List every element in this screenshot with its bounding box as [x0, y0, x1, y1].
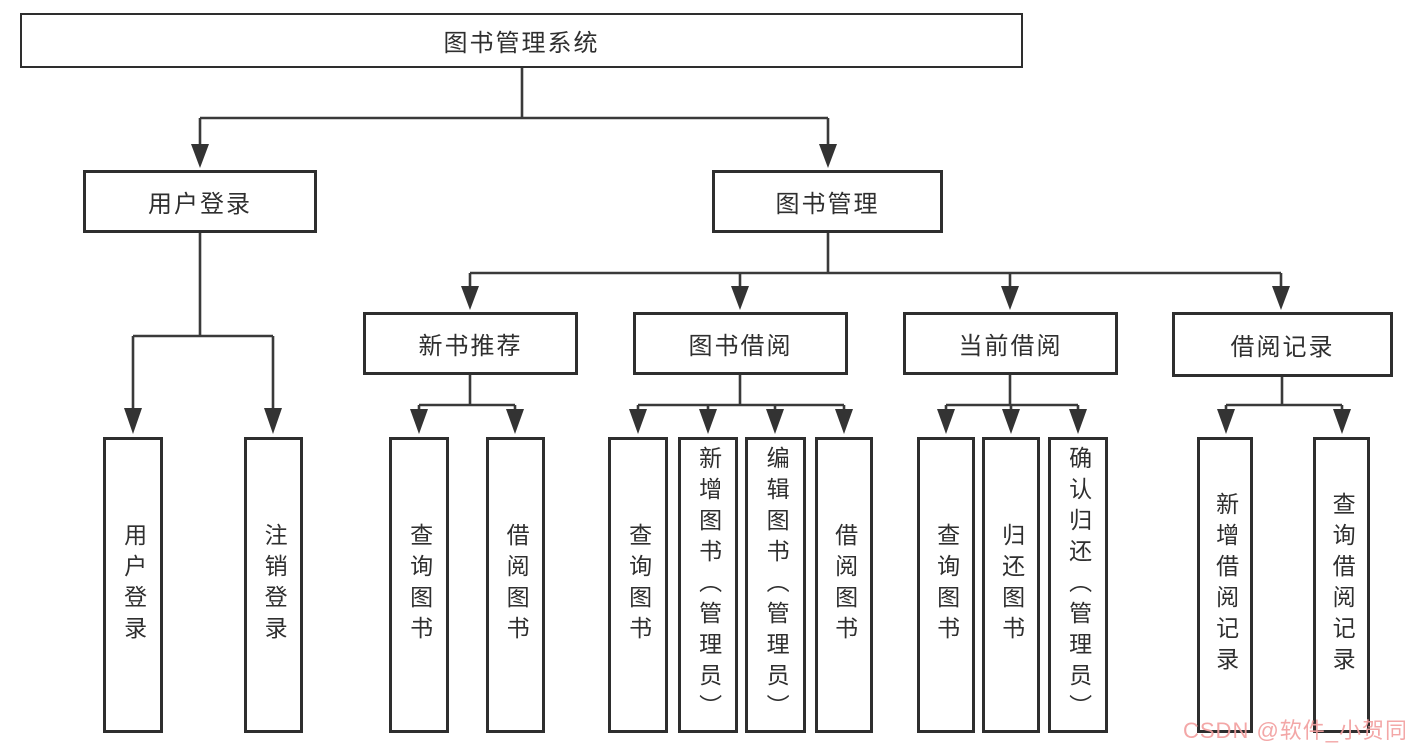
leaf-query-books-borrow: 查询图书: [608, 437, 668, 733]
arrowhead: [937, 409, 955, 434]
arrowhead: [1002, 409, 1020, 434]
leaf-borrow-books-recommend: 借阅图书: [486, 437, 545, 733]
arrowhead: [1272, 286, 1290, 310]
watermark-text: CSDN @软件_小贺同学: [1183, 718, 1405, 743]
arrowhead: [629, 409, 647, 434]
leaf-query-books-recommend: 查询图书: [389, 437, 449, 733]
leaf-return-books: 归还图书: [982, 437, 1040, 733]
node-borrow-records: 借阅记录: [1172, 312, 1393, 377]
node-root: 图书管理系统: [20, 13, 1023, 68]
node-new-book-recommend-label: 新书推荐: [418, 333, 523, 360]
arrowhead: [835, 409, 853, 434]
node-current-borrow: 当前借阅: [903, 312, 1118, 375]
leaf-query-books-borrow-label: 查询图书: [625, 523, 652, 647]
leaf-add-borrow-record-label: 新增借阅记录: [1212, 492, 1239, 678]
node-book-borrow: 图书借阅: [633, 312, 848, 375]
leaf-query-books-current-label: 查询图书: [933, 523, 960, 647]
arrowhead: [410, 409, 428, 434]
connector-root: [198, 68, 830, 146]
arrowhead: [1333, 409, 1351, 434]
arrowhead: [461, 286, 479, 310]
connector-current-borrow: [944, 375, 1080, 412]
arrowhead: [506, 409, 524, 434]
leaf-edit-books-admin-label: 编辑图书（管理员）: [763, 445, 790, 725]
connector-book-borrow: [636, 375, 846, 412]
leaf-query-borrow-record-label: 查询借阅记录: [1329, 492, 1356, 678]
connector-new-book: [417, 375, 517, 412]
leaf-add-borrow-record: 新增借阅记录: [1197, 437, 1253, 733]
leaf-borrow-books: 借阅图书: [815, 437, 873, 733]
node-user-login: 用户登录: [83, 170, 317, 233]
leaf-query-borrow-record: 查询借阅记录: [1313, 437, 1370, 733]
arrowhead: [1001, 286, 1019, 310]
connector-borrow-records: [1224, 375, 1344, 412]
leaf-confirm-return-admin: 确认归还（管理员）: [1048, 437, 1108, 733]
leaf-confirm-return-admin-label: 确认归还（管理员）: [1065, 445, 1092, 725]
arrowhead: [1217, 409, 1235, 434]
leaf-edit-books-admin: 编辑图书（管理员）: [745, 437, 806, 733]
leaf-query-books-recommend-label: 查询图书: [406, 523, 433, 647]
node-current-borrow-label: 当前借阅: [958, 333, 1063, 360]
leaf-user-login: 用户登录: [103, 437, 163, 733]
node-root-label: 图书管理系统: [443, 30, 600, 57]
connector-user-login: [131, 233, 275, 410]
node-book-borrow-label: 图书借阅: [688, 333, 793, 360]
arrowhead: [1069, 409, 1087, 434]
leaf-logout-label: 注销登录: [261, 523, 288, 647]
arrowhead: [731, 286, 749, 310]
leaf-add-books-admin: 新增图书（管理员）: [678, 437, 738, 733]
leaf-user-login-label: 用户登录: [120, 523, 147, 647]
node-book-management-label: 图书管理: [775, 191, 880, 218]
node-new-book-recommend: 新书推荐: [363, 312, 578, 375]
connector-book-mgmt: [468, 233, 1283, 288]
node-book-management: 图书管理: [712, 170, 943, 233]
arrowhead: [766, 409, 784, 434]
arrowhead: [191, 144, 209, 168]
arrowhead: [699, 409, 717, 434]
arrowhead: [124, 408, 142, 434]
leaf-add-books-admin-label: 新增图书（管理员）: [695, 445, 722, 725]
node-user-login-label: 用户登录: [148, 191, 252, 218]
arrowhead: [264, 408, 282, 434]
leaf-return-books-label: 归还图书: [998, 523, 1025, 647]
leaf-query-books-current: 查询图书: [917, 437, 975, 733]
leaf-borrow-books-recommend-label: 借阅图书: [503, 523, 530, 647]
arrowhead: [819, 144, 837, 168]
node-borrow-records-label: 借阅记录: [1230, 334, 1335, 361]
leaf-logout: 注销登录: [244, 437, 303, 733]
leaf-borrow-books-label: 借阅图书: [831, 523, 858, 647]
